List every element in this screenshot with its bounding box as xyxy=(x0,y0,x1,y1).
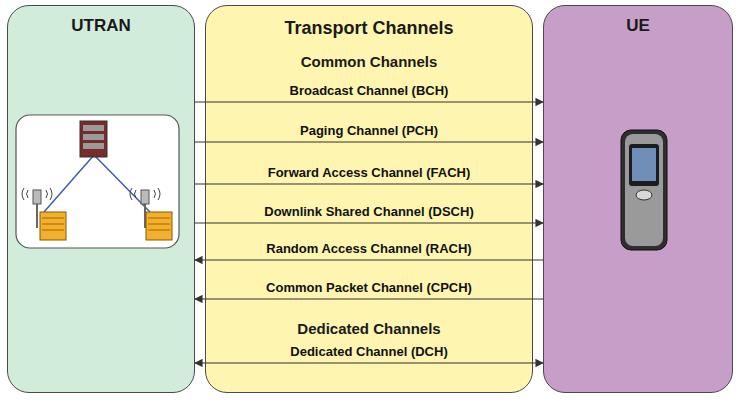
channel-arrow xyxy=(195,259,543,260)
rnc-rack xyxy=(80,121,107,157)
panel-title: Transport Channels xyxy=(206,17,532,39)
node-b-left xyxy=(22,188,66,240)
channel-label: Downlink Shared Channel (DSCH) xyxy=(264,204,473,220)
panel-title: UTRAN xyxy=(8,15,194,36)
channel-label: Random Access Channel (RACH) xyxy=(266,241,471,257)
panel-title: UE xyxy=(544,15,732,36)
entity-panel: UE xyxy=(543,5,733,393)
channel-arrow xyxy=(195,141,543,142)
channel-label: Dedicated Channel (DCH) xyxy=(290,344,447,360)
mobile-phone xyxy=(621,130,667,250)
channel-label: Paging Channel (PCH) xyxy=(300,123,438,139)
channel-arrow xyxy=(195,183,543,184)
section-heading: Common Channels xyxy=(206,52,532,71)
section-heading: Dedicated Channels xyxy=(206,319,532,338)
channel-arrow xyxy=(195,298,543,299)
entity-panel: UTRAN xyxy=(7,5,195,393)
node-b-right xyxy=(130,188,172,240)
channel-panel: Transport ChannelsCommon ChannelsDedicat… xyxy=(205,5,533,393)
channel-label: Broadcast Channel (BCH) xyxy=(290,83,449,99)
channel-arrow xyxy=(195,101,543,102)
channel-label: Common Packet Channel (CPCH) xyxy=(266,280,472,296)
channel-arrow xyxy=(195,222,543,223)
channel-label: Forward Access Channel (FACH) xyxy=(268,165,471,181)
network-frame xyxy=(16,115,179,248)
network-links xyxy=(44,155,150,212)
channel-arrow xyxy=(195,362,543,363)
